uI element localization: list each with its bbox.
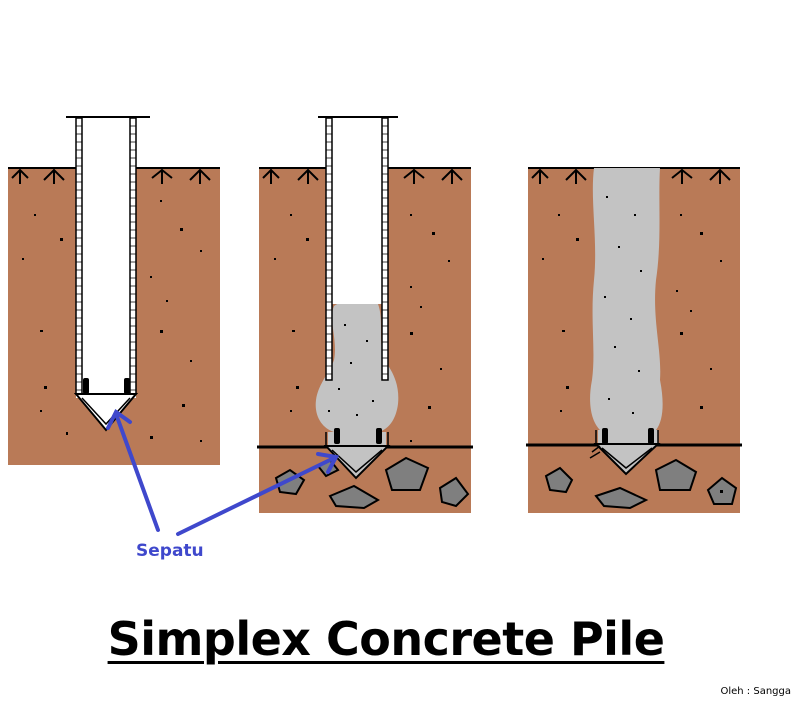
rocks-3 (544, 458, 738, 510)
panel-stage-3 (526, 167, 742, 513)
soil-specks-3 (542, 214, 723, 493)
concrete-flecks-3 (604, 196, 642, 414)
shoe-1 (73, 378, 139, 432)
concrete-flecks-2 (328, 324, 374, 416)
shoe-2 (323, 428, 391, 480)
panel-stage-1 (8, 116, 220, 465)
sepatu-arrows (106, 409, 340, 536)
concrete-column-3 (590, 168, 663, 430)
casing-2 (318, 116, 398, 381)
casing-bore-2 (332, 118, 382, 304)
panel-stage-2 (257, 116, 473, 513)
grass-marks-1 (11, 168, 211, 184)
concrete-fill-2 (315, 300, 399, 432)
casing-bore-1 (76, 118, 136, 398)
sepatu-label: Sepatu (136, 541, 204, 561)
shoe-3 (589, 428, 661, 476)
author-credit: Oleh : Sangga (720, 686, 791, 697)
soil-specks-2 (274, 214, 450, 442)
soil-specks-1 (22, 200, 202, 442)
diagram-title: Simplex Concrete Pile (107, 612, 665, 666)
grass-marks-3 (531, 168, 731, 184)
grass-marks-2 (262, 168, 463, 184)
